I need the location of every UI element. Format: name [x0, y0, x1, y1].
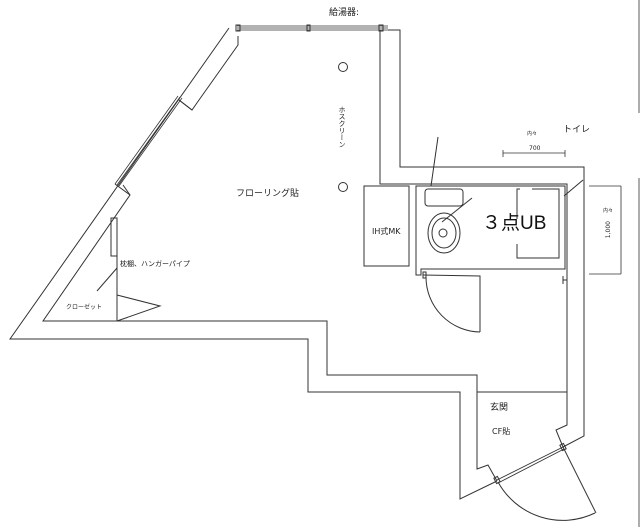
toilet-tank	[424, 188, 464, 207]
inner-dimension-label: 内々	[603, 208, 614, 214]
hose-screen-pole	[338, 62, 348, 72]
door-hinge	[422, 271, 427, 279]
dimension-700-label: 700	[529, 145, 541, 152]
window-frame	[378, 24, 384, 32]
front-door-swing	[497, 481, 596, 521]
toilet-label: トイレ	[563, 125, 591, 135]
toilet-drain	[438, 228, 448, 238]
toilet-bowl	[427, 212, 461, 254]
leader-line	[563, 179, 584, 197]
inner-wall	[379, 30, 568, 448]
front-door-leaf	[562, 446, 597, 514]
dimension-700	[502, 150, 566, 157]
shelf-hanger-label: 枕棚、ハンガーパイプ	[120, 260, 190, 268]
flooring-label: フローリング貼	[236, 189, 300, 199]
bath-door	[422, 274, 481, 332]
entrance-floor-label: CF貼	[492, 427, 511, 436]
inner-dimension-label: 内々	[527, 131, 538, 137]
entrance-label: 玄関	[490, 403, 509, 413]
kitchen-unit	[363, 185, 410, 267]
toilet-seat	[431, 217, 457, 249]
window-frame	[235, 24, 241, 32]
front-door	[496, 446, 565, 484]
window	[237, 25, 388, 31]
bathtub	[516, 188, 560, 259]
bathroom-wall	[415, 185, 566, 276]
closet-label: クローゼット	[66, 304, 103, 311]
window	[114, 95, 183, 187]
leader-line	[96, 267, 118, 292]
hose-screen-pole	[338, 182, 348, 192]
dimension-1000	[589, 185, 622, 275]
closet-shelf-post	[110, 217, 118, 257]
inner-wall	[42, 36, 498, 482]
window-frame	[306, 24, 311, 32]
hose-screen-label: ホスクリーン	[338, 106, 346, 148]
closet-door	[116, 294, 162, 322]
leader-line	[430, 136, 473, 223]
bath-door-swing	[425, 276, 481, 333]
water-heater-label: 給湯器:	[329, 8, 360, 18]
wall-mark	[562, 276, 567, 284]
kitchen-label: IH式MK	[372, 227, 401, 236]
outer-wall	[9, 27, 585, 500]
dimension-1000-label: 1,000	[605, 221, 612, 239]
wall-segment	[114, 99, 193, 196]
bathroom-label: ３点UB	[482, 213, 547, 234]
